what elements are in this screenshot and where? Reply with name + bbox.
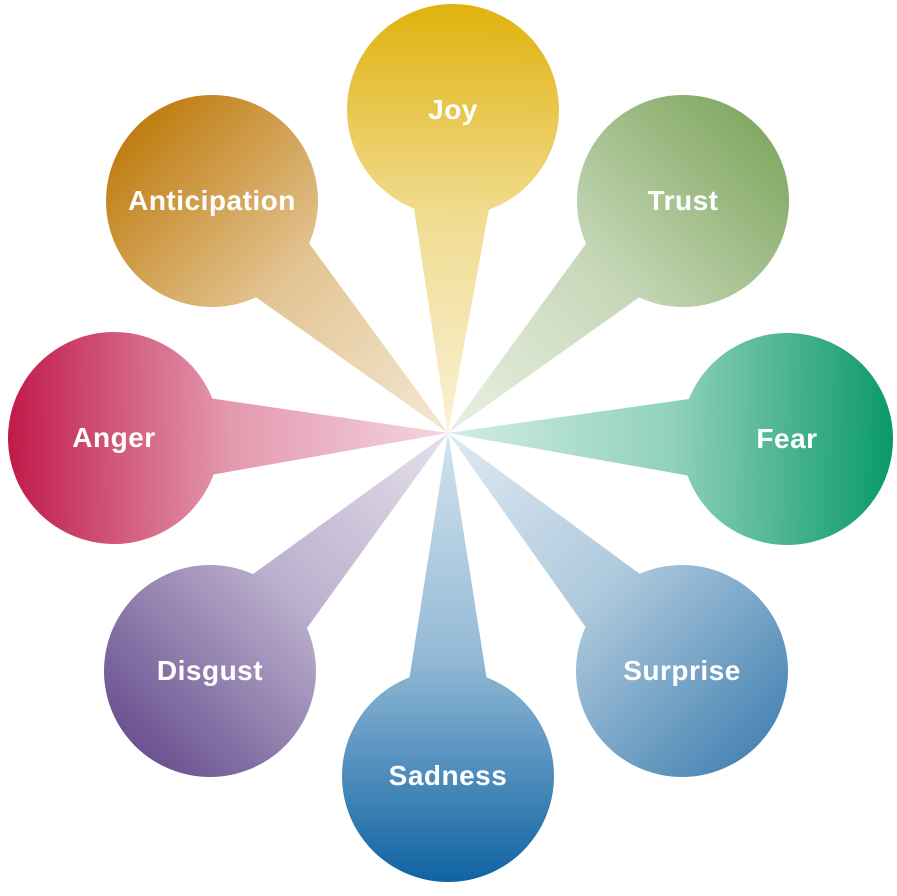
emotion-circle-surprise: [576, 565, 788, 777]
emotion-node-disgust: Disgust: [104, 433, 449, 777]
emotion-label-surprise: Surprise: [623, 655, 741, 686]
emotion-label-fear: Fear: [756, 423, 817, 454]
emotion-label-joy: Joy: [428, 94, 478, 125]
emotion-circle-disgust: [104, 565, 316, 777]
emotion-node-surprise: Surprise: [448, 433, 788, 777]
emotion-circle-joy: [347, 4, 559, 216]
emotion-node-anger: Anger: [8, 332, 448, 544]
emotion-circle-sadness: [342, 670, 554, 882]
emotion-label-anger: Anger: [72, 422, 155, 453]
emotion-node-trust: Trust: [448, 95, 789, 434]
emotion-circle-anticipation: [106, 95, 318, 307]
emotion-node-fear: Fear: [448, 333, 893, 545]
emotion-label-sadness: Sadness: [389, 760, 508, 791]
emotion-label-anticipation: Anticipation: [128, 185, 296, 216]
emotion-circle-anger: [8, 332, 220, 544]
emotion-node-joy: Joy: [347, 4, 559, 433]
emotion-circle-trust: [577, 95, 789, 307]
emotion-label-disgust: Disgust: [157, 655, 263, 686]
emotion-node-anticipation: Anticipation: [106, 95, 448, 434]
emotion-node-sadness: Sadness: [342, 433, 554, 882]
emotion-circle-fear: [681, 333, 893, 545]
emotion-label-trust: Trust: [648, 185, 719, 216]
